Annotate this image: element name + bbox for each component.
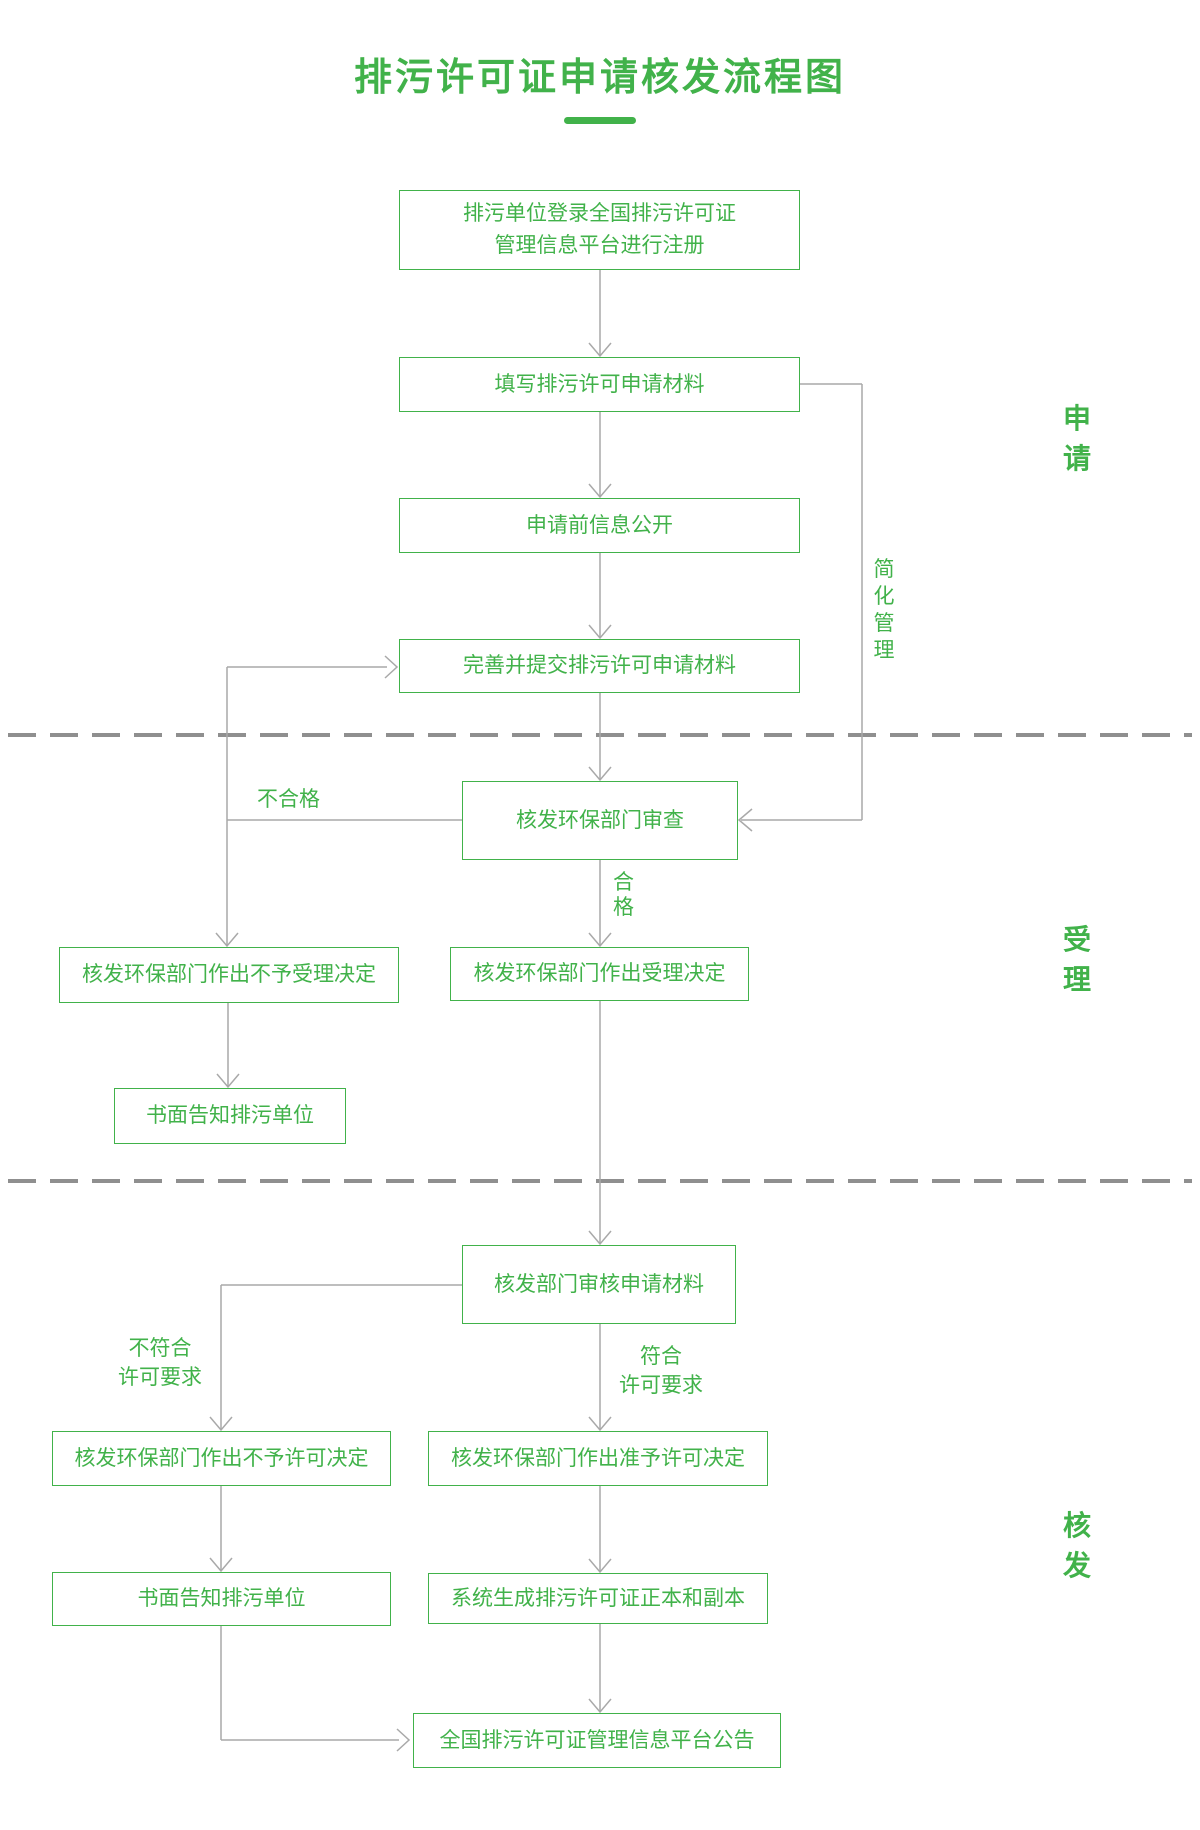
node-generate-cert: 系统生成排污许可证正本和副本 (428, 1573, 768, 1624)
node-submit: 完善并提交排污许可申请材料 (399, 639, 800, 693)
node-register: 排污单位登录全国排污许可证 管理信息平台进行注册 (399, 190, 800, 270)
node-review: 核发环保部门审查 (462, 781, 738, 860)
flow-arrows (209, 269, 863, 1752)
edge-label-not-meets-requirements: 不符合 许可要求 (118, 1337, 202, 1389)
node-written-notice-2: 书面告知排污单位 (52, 1572, 391, 1626)
section-label-accept: 受理 (1062, 924, 1091, 995)
page-title: 排污许可证申请核发流程图 (353, 57, 846, 99)
node-fill-application: 填写排污许可申请材料 (399, 357, 800, 412)
node-announce: 全国排污许可证管理信息平台公告 (413, 1713, 781, 1768)
node-written-notice-1: 书面告知排污单位 (114, 1088, 346, 1144)
edge-label-meets-requirements: 符合 许可要求 (619, 1345, 703, 1397)
edge-label-pass: 合 格 (613, 871, 634, 919)
section-label-issue: 核发 (1062, 1510, 1091, 1581)
section-label-apply: 申请 (1062, 403, 1091, 474)
node-acceptance: 核发环保部门作出受理决定 (450, 947, 749, 1001)
node-reject-acceptance: 核发环保部门作出不予受理决定 (59, 947, 399, 1003)
node-examine: 核发部门审核申请材料 (462, 1245, 736, 1324)
node-pre-disclosure: 申请前信息公开 (399, 498, 800, 553)
edge-label-fail: 不合格 (257, 788, 320, 811)
edge-label-simplified-management: 简化管理 (873, 558, 895, 662)
node-deny-permit: 核发环保部门作出不予许可决定 (52, 1431, 391, 1486)
title-underline (564, 117, 636, 124)
node-grant-permit: 核发环保部门作出准予许可决定 (428, 1431, 768, 1486)
